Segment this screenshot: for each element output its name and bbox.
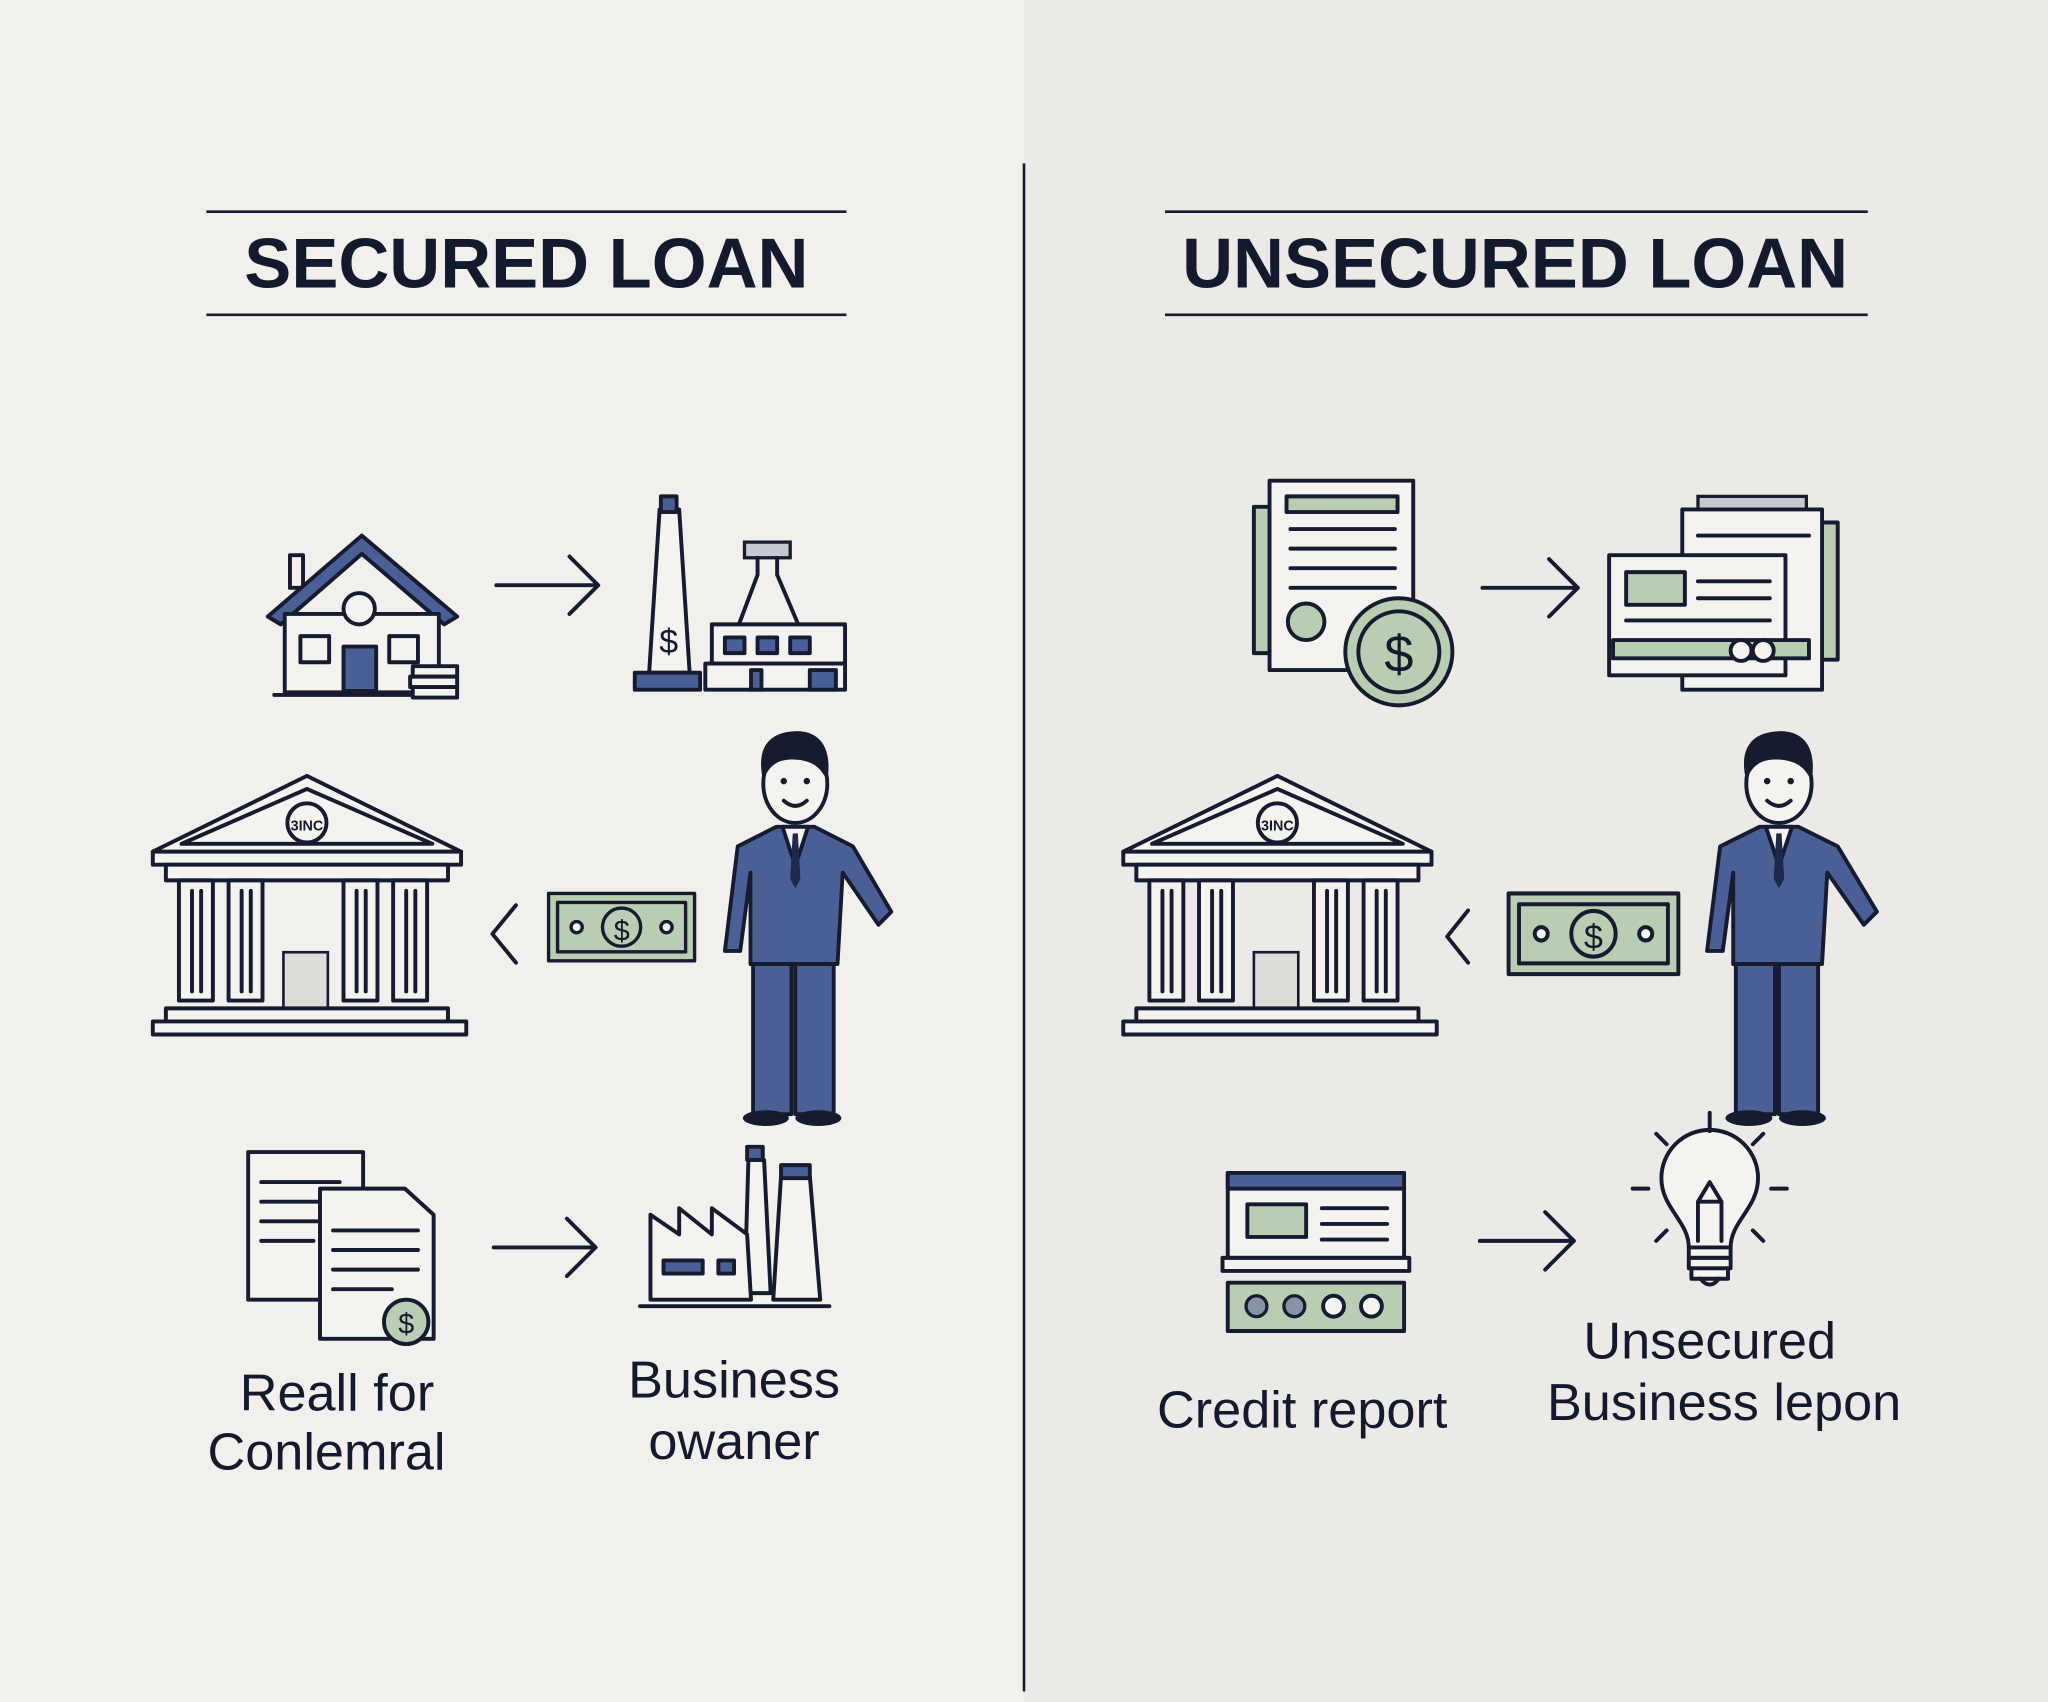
collateral-property-icon: $	[632, 494, 848, 692]
svg-text:3INC: 3INC	[291, 819, 324, 835]
factory-icon	[638, 1144, 832, 1309]
bank-icon: 3INC	[150, 773, 469, 1037]
arrow-left-icon	[490, 903, 518, 965]
loan-document-coin-icon: $	[1251, 478, 1455, 708]
documents-icon: $	[246, 1150, 436, 1347]
svg-text:$: $	[1384, 625, 1413, 683]
collateral-label-line1: Reall for	[240, 1365, 435, 1423]
arrow-left-icon	[1445, 908, 1471, 965]
owner-label-line1: Business	[628, 1352, 840, 1410]
credit-report-icon	[1220, 1170, 1412, 1333]
secured-loan-title: SECURED LOAN	[244, 223, 808, 302]
lightbulb-icon	[1630, 1110, 1789, 1287]
unsecured-label-line1: Unsecured	[1583, 1312, 1836, 1370]
arrow-right-icon	[1480, 557, 1580, 619]
arrow-right-icon	[494, 554, 601, 616]
financial-documents-icon	[1607, 494, 1840, 692]
dollar-bill-icon: $	[546, 891, 697, 963]
svg-text:$: $	[659, 623, 678, 661]
unsecured-loan-title: UNSECURED LOAN	[1182, 223, 1848, 302]
svg-text:$: $	[398, 1309, 414, 1341]
dollar-bill-icon: $	[1509, 893, 1679, 974]
bank-icon: 3INC	[1121, 773, 1439, 1037]
svg-text:$: $	[614, 915, 630, 947]
svg-text:3INC: 3INC	[1261, 819, 1294, 835]
house-icon	[265, 533, 460, 700]
arrow-right-icon	[1477, 1210, 1576, 1272]
collateral-label-line2: Conlemral	[208, 1423, 446, 1481]
svg-text:$: $	[1584, 918, 1603, 956]
credit-report-label: Credit report	[1157, 1382, 1448, 1440]
arrow-right-icon	[491, 1216, 598, 1279]
unsecured-label-line2: Business lepon	[1547, 1374, 1901, 1432]
owner-label-line2: owaner	[648, 1413, 819, 1471]
